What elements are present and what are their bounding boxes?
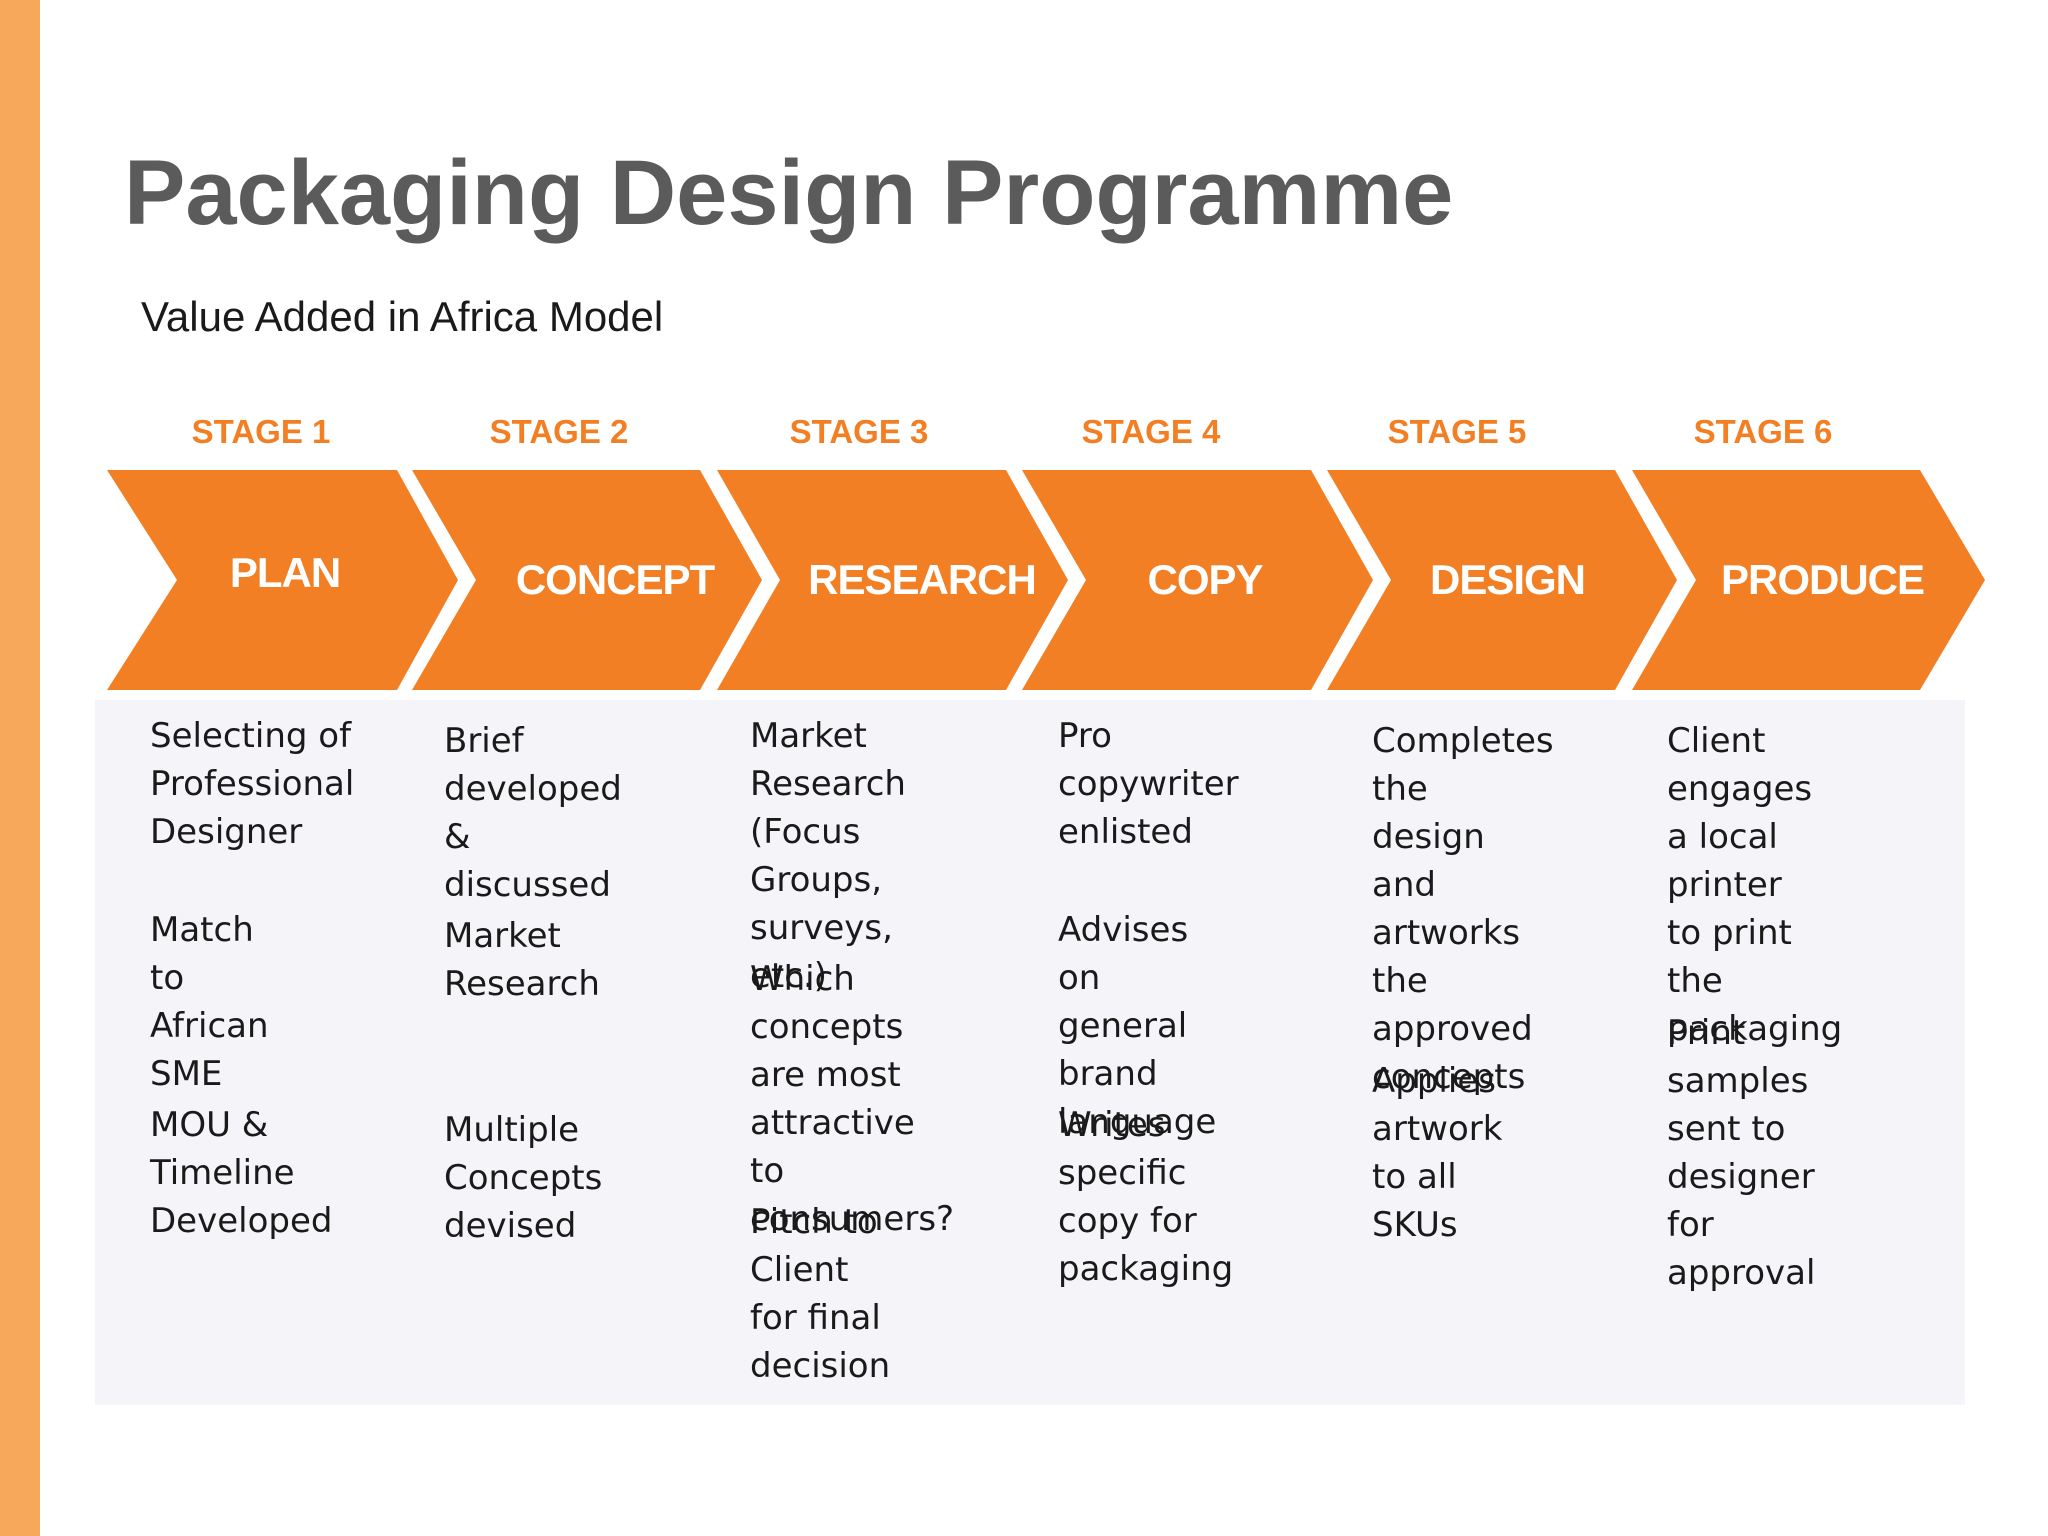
page-title: Packaging Design Programme xyxy=(124,142,1454,244)
stage-name-concept: CONCEPT xyxy=(515,556,715,603)
stage-2-item-2: Market Research xyxy=(444,916,600,1004)
stage-label-3: STAGE 3 xyxy=(789,413,929,450)
stage-6-item-1: Client engages a local printer to print … xyxy=(1667,721,1843,1049)
stage-4-item-2: Advises on general brand language xyxy=(1058,910,1217,1142)
stage-name-plan: PLAN xyxy=(229,549,341,596)
stage-name-produce: PRODUCE xyxy=(1720,556,1925,603)
content-panel xyxy=(95,700,1965,1405)
stage-6-item-2: Print samples sent to designer for appro… xyxy=(1667,1013,1816,1293)
stage-1-item-3: MOU & Timeline Developed xyxy=(150,1105,333,1241)
stage-label-1: STAGE 1 xyxy=(191,413,331,450)
stage-label-5: STAGE 5 xyxy=(1387,413,1527,450)
stage-2-item-1: Brief developed & discussed xyxy=(444,721,622,905)
stage-chevron-6 xyxy=(1632,470,1985,690)
stage-3-item-3: Pitch to Client for final decision xyxy=(750,1202,891,1386)
stage-chevron-2 xyxy=(412,470,762,690)
stage-4-item-3: Writes specific copy for packaging xyxy=(1058,1105,1234,1289)
stage-label-4: STAGE 4 xyxy=(1081,413,1221,450)
stage-name-research: RESEARCH xyxy=(808,556,1037,603)
stage-chevron-5 xyxy=(1327,470,1677,690)
page-subtitle: Value Added in Africa Model xyxy=(141,293,664,340)
stage-3-item-2: Which concepts are most attractive to co… xyxy=(750,959,955,1239)
side-accent-bar xyxy=(0,0,40,1536)
stage-2-item-3: Multiple Concepts devised xyxy=(444,1110,603,1246)
stage-chevron-4 xyxy=(1022,470,1373,690)
stage-5-item-2: Applies artwork to all SKUs xyxy=(1372,1061,1503,1245)
stage-5-item-1: Completes the design and artworks the ap… xyxy=(1372,721,1554,1097)
stage-label-6: STAGE 6 xyxy=(1693,413,1833,450)
stage-1-item-1: Selecting of Professional Designer xyxy=(150,716,355,852)
stage-4-item-1: Pro copywriter enlisted xyxy=(1058,716,1239,852)
stage-name-copy: COPY xyxy=(1147,556,1263,603)
stage-chevron-1 xyxy=(107,470,458,690)
stage-1-item-2: Match to African SME xyxy=(150,910,269,1094)
stage-chevron-3 xyxy=(717,470,1068,690)
stage-3-item-1: Market Research (Focus Groups, surveys, … xyxy=(750,716,906,996)
stage-name-design: DESIGN xyxy=(1429,556,1586,603)
stage-label-2: STAGE 2 xyxy=(489,413,629,450)
